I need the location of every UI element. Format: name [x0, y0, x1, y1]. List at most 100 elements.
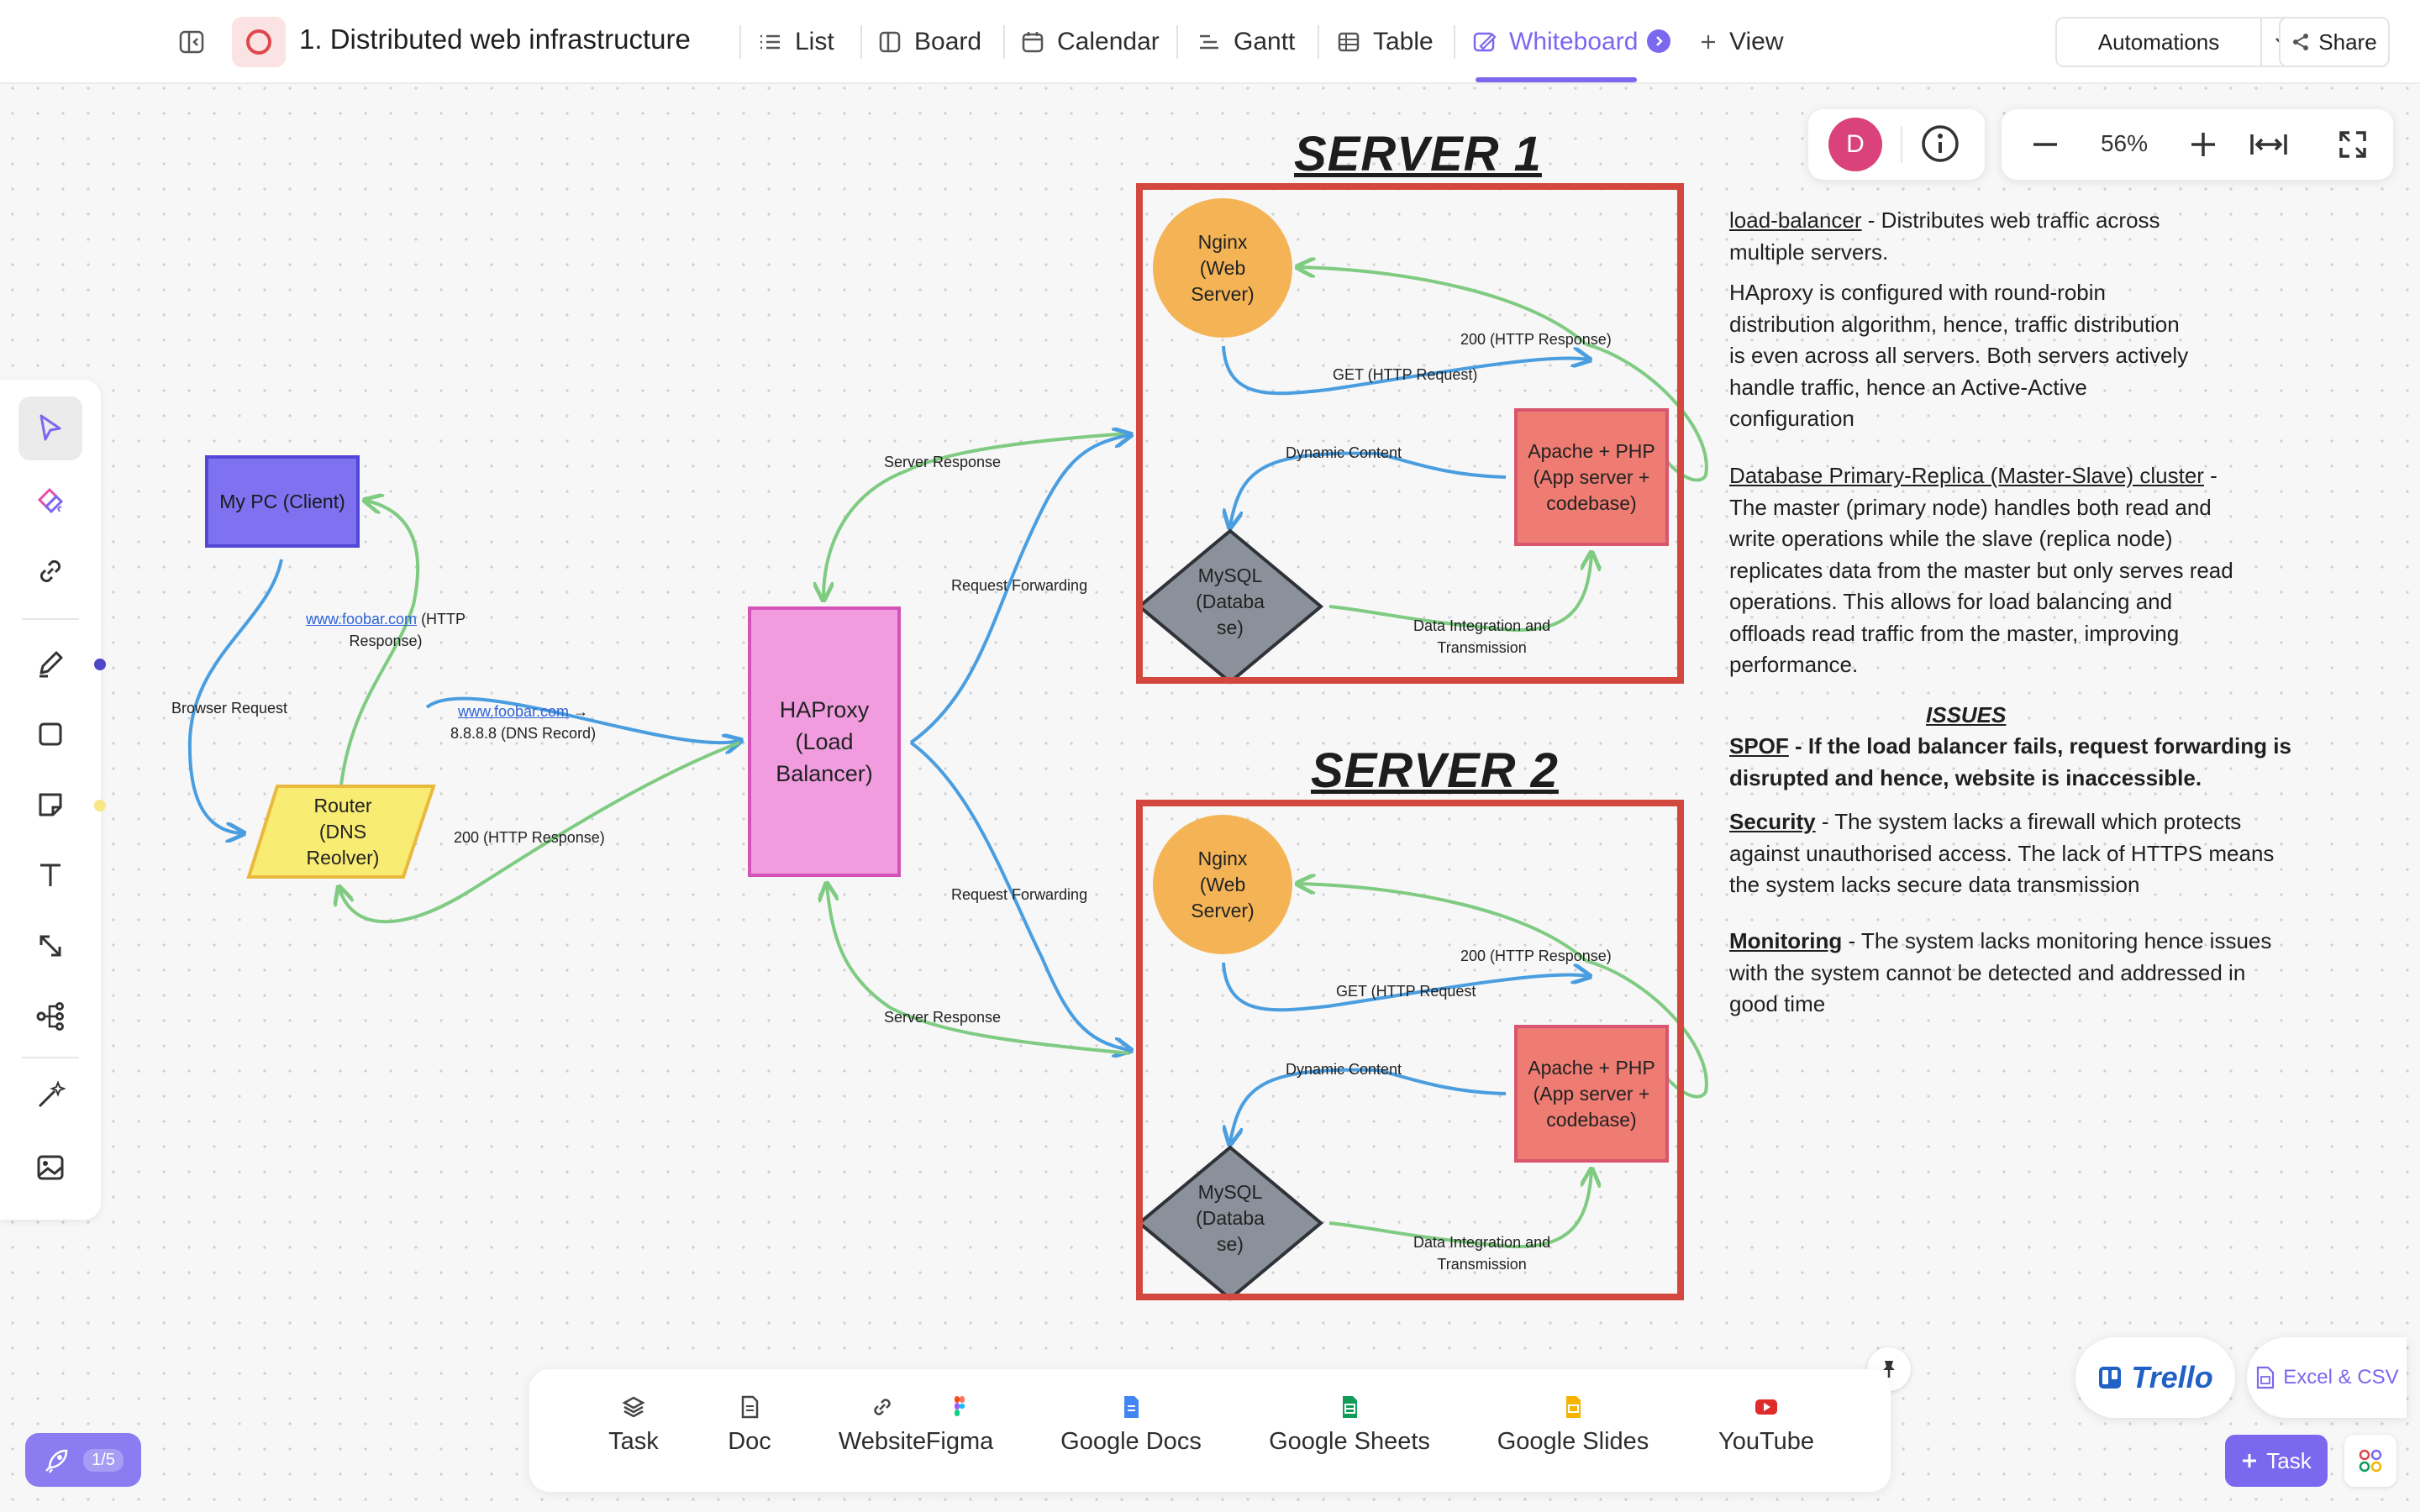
tab-whiteboard[interactable]: Whiteboard [1472, 22, 1638, 62]
embed-figma-label: Figma [925, 1428, 994, 1455]
square-icon [39, 722, 62, 746]
server1-frame[interactable] [1136, 183, 1684, 684]
edge-label-browser-request[interactable]: Browser Request [171, 700, 288, 717]
server2-frame[interactable] [1136, 800, 1684, 1300]
haproxy-label-2: (Load [795, 729, 854, 754]
note-load-balancer[interactable]: load-balancer - Distributes web traffic … [1729, 205, 2309, 268]
embed-youtube[interactable]: YouTube [1665, 1394, 1867, 1456]
edge-label-dns[interactable]: www.foobar.com → 8.8.8.8 (DNS Record) [450, 701, 596, 744]
shape-tool[interactable] [18, 702, 82, 766]
plus-icon [2243, 1454, 2257, 1467]
connector-tool[interactable] [18, 914, 82, 978]
apps-grid-button[interactable] [2344, 1435, 2396, 1487]
note-text: write operations while the slave (replic… [1729, 526, 2173, 551]
router-node[interactable]: Router (DNS Reolver) [252, 786, 434, 877]
note-security[interactable]: Security - The system lacks a firewall w… [1729, 806, 2309, 901]
sticky-note-tool[interactable] [18, 773, 82, 837]
zoom-out-button[interactable] [2028, 128, 2062, 165]
note-spof[interactable]: SPOF - If the load balancer fails, reque… [1729, 731, 2309, 794]
apache-node[interactable]: Apache + PHP (App server + codebase) [1514, 1025, 1669, 1163]
foobar-link[interactable]: www.foobar.com [306, 611, 418, 627]
edge-label-s1-dynamic[interactable]: Dynamic Content [1286, 444, 1402, 461]
edge-label-s2-data[interactable]: Data Integration and Transmission [1413, 1231, 1550, 1275]
edge-label-s1-200[interactable]: 200 (HTTP Response) [1460, 331, 1612, 348]
pen-color-dot[interactable] [94, 659, 106, 670]
list-title[interactable]: 1. Distributed web infrastructure [299, 24, 691, 55]
embed-google-docs[interactable]: Google Docs [1030, 1394, 1232, 1456]
mysql-node[interactable]: MySQL (Databa se) [1180, 1179, 1281, 1257]
doc-icon [741, 1395, 759, 1419]
sticky-color-dot[interactable] [94, 800, 106, 811]
edge-label-s2-dynamic[interactable]: Dynamic Content [1286, 1061, 1402, 1078]
share-button[interactable]: Share [2279, 17, 2390, 67]
info-icon[interactable] [1919, 123, 1961, 169]
tab-list-label: List [795, 28, 834, 55]
tab-table[interactable]: Table [1336, 22, 1434, 62]
onboarding-launcher[interactable]: 1/5 [25, 1433, 141, 1487]
text-tool[interactable] [18, 843, 82, 907]
tab-gantt[interactable]: Gantt [1197, 22, 1295, 62]
embed-google-slides[interactable]: Google Slides [1472, 1394, 1674, 1456]
edge-label-server-response[interactable]: Server Response [884, 454, 1002, 470]
excel-csv-import-button[interactable]: Excel & CSV [2247, 1337, 2407, 1418]
embed-doc[interactable]: Doc [649, 1394, 850, 1456]
zoom-level: 56% [2100, 130, 2149, 156]
edge-label-s1-get[interactable]: GET (HTTP Request) [1333, 366, 1478, 383]
dns-request-arrow [425, 696, 739, 743]
note-text: - The system lacks monitoring hence issu… [1842, 928, 2272, 953]
fit-width-button[interactable] [2249, 128, 2289, 165]
fullscreen-icon [2339, 131, 2366, 158]
tab-calendar[interactable]: Calendar [1020, 22, 1160, 62]
pen-tool[interactable] [18, 632, 82, 696]
trello-import-button[interactable]: Trello [2075, 1337, 2235, 1418]
tab-board[interactable]: Board [877, 22, 981, 62]
server1-title[interactable]: SERVER 1 [1294, 127, 1542, 181]
embed-task[interactable]: Task [533, 1394, 734, 1456]
fullscreen-button[interactable] [2336, 128, 2370, 165]
edge-label-router-200[interactable]: 200 (HTTP Response) [454, 829, 605, 846]
embed-youtube-label: YouTube [1718, 1428, 1814, 1455]
mindmap-tool[interactable] [18, 984, 82, 1048]
note-monitoring[interactable]: Monitoring - The system lacks monitoring… [1729, 926, 2309, 1021]
more-views-icon[interactable] [1647, 29, 1670, 53]
ai-magic-tool[interactable] [18, 1063, 82, 1127]
haproxy-node[interactable]: HAProxy (Load Balancer) [748, 606, 901, 877]
ai-tool[interactable] [18, 469, 82, 533]
edge-label-request-forwarding[interactable]: Request Forwarding [951, 577, 1088, 594]
list-status-icon[interactable] [232, 17, 286, 67]
router-label-3: Reolver) [306, 846, 380, 869]
haproxy-label-1: HAProxy [779, 697, 870, 722]
edge-label-s1-data[interactable]: Data Integration and Transmission [1413, 615, 1550, 659]
nginx-node[interactable]: Nginx (Web Server) [1153, 815, 1292, 954]
plus-icon [2191, 133, 2215, 156]
embed-website[interactable]: Website [781, 1394, 983, 1456]
edge-label-request-forwarding[interactable]: Request Forwarding [951, 886, 1088, 903]
zoom-in-button[interactable] [2186, 128, 2220, 165]
edge-label-server-response[interactable]: Server Response [884, 1009, 1002, 1026]
foobar-link[interactable]: www.foobar.com [458, 703, 570, 720]
server2-title[interactable]: SERVER 2 [1311, 743, 1559, 798]
edge-label-s2-get[interactable]: GET (HTTP Request [1336, 983, 1476, 1000]
s1-get-arrow [1222, 345, 1588, 396]
select-tool[interactable] [18, 396, 82, 460]
add-view-button[interactable]: View [1699, 22, 1783, 62]
embed-figma[interactable]: Figma [859, 1394, 1060, 1456]
edge-label-http-response[interactable]: www.foobar.com (HTTP Response) [306, 608, 466, 652]
note-haproxy[interactable]: HAproxy is configured with round-robin d… [1729, 277, 2309, 435]
divider [1901, 126, 1902, 163]
client-node[interactable]: My PC (Client) [205, 455, 360, 548]
tab-list[interactable]: List [758, 22, 834, 62]
mysql-node[interactable]: MySQL (Databa se) [1180, 563, 1281, 641]
embed-google-sheets[interactable]: Google Sheets [1249, 1394, 1450, 1456]
note-database[interactable]: Database Primary-Replica (Master-Slave) … [1729, 460, 2309, 681]
apache-node[interactable]: Apache + PHP (App server + codebase) [1514, 408, 1669, 546]
edge-label-s2-200[interactable]: 200 (HTTP Response) [1460, 948, 1612, 964]
nginx-node[interactable]: Nginx (Web Server) [1153, 198, 1292, 338]
whiteboard-icon [1473, 32, 1497, 52]
avatar[interactable]: D [1828, 118, 1882, 171]
link-tool[interactable] [18, 539, 82, 603]
issues-heading[interactable]: ISSUES [1926, 702, 2007, 727]
new-task-button[interactable]: Task [2225, 1435, 2328, 1487]
image-tool[interactable] [18, 1136, 82, 1200]
sidebar-toggle-icon[interactable] [175, 27, 208, 57]
